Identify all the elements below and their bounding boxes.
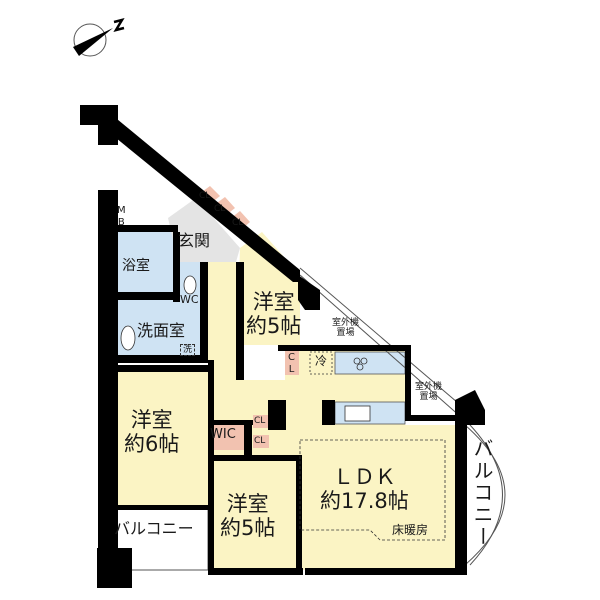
bedroom-n-type: 洋室 [252, 290, 295, 314]
compass-label: N [117, 14, 118, 15]
wc-label: WC [180, 293, 199, 306]
bedroom-n-label: 洋室 約5帖 [246, 290, 301, 338]
balcony-east-label: バルコニー [470, 438, 494, 548]
ldk-type: ＬＤＫ [332, 465, 396, 489]
ldk-size: 約17.8帖 [320, 489, 409, 514]
washer-label: 洗 [180, 344, 196, 357]
mb-label: M B [117, 205, 126, 228]
bedroom-s-size: 約5帖 [220, 516, 276, 541]
fixtures [120, 275, 446, 541]
ldk-label: ＬＤＫ 約17.8帖 [320, 465, 409, 513]
bedroom-w-label: 洋室 約6帖 [124, 408, 179, 456]
closet-label-5: CL [254, 416, 266, 426]
outdoor-unit-2-label: 室外機 置場 [415, 382, 442, 403]
outdoor-unit-1-line2: 置場 [336, 328, 355, 339]
outdoor-unit-2-line1: 室外機 [415, 382, 443, 392]
entrance-label: 玄関 [178, 231, 211, 250]
fridge-space [309, 351, 333, 375]
wic-label: WIC [210, 427, 236, 442]
bedroom-w-size: 約6帖 [124, 432, 180, 457]
balcony-west-label: バルコニー [114, 519, 194, 538]
floor-heating-label: 床暖房 [392, 523, 429, 537]
closet-label-2: CL [214, 204, 226, 214]
closet-label-1: CL [199, 191, 211, 201]
closet-label-3: CL [232, 218, 244, 228]
bath-label: 浴室 [122, 258, 150, 274]
fridge-label: 冷 [315, 354, 328, 368]
compass-icon [73, 18, 125, 57]
washroom-label: 洗面室 [137, 321, 186, 340]
walls [80, 105, 485, 588]
outdoor-unit-2-line2: 置場 [419, 392, 438, 403]
bedroom-s-label: 洋室 約5帖 [220, 492, 275, 540]
closet-label-6: CL [254, 436, 266, 446]
floor-heating-area [299, 439, 446, 541]
bedroom-w-type: 洋室 [130, 408, 173, 432]
outdoor-unit-1-line1: 室外機 [332, 318, 360, 328]
outdoor-unit-1-label: 室外機 置場 [332, 318, 359, 339]
bedroom-n-size: 約5帖 [246, 314, 302, 339]
closet-label-4: C L [288, 352, 295, 375]
bedroom-s-type: 洋室 [226, 492, 269, 516]
